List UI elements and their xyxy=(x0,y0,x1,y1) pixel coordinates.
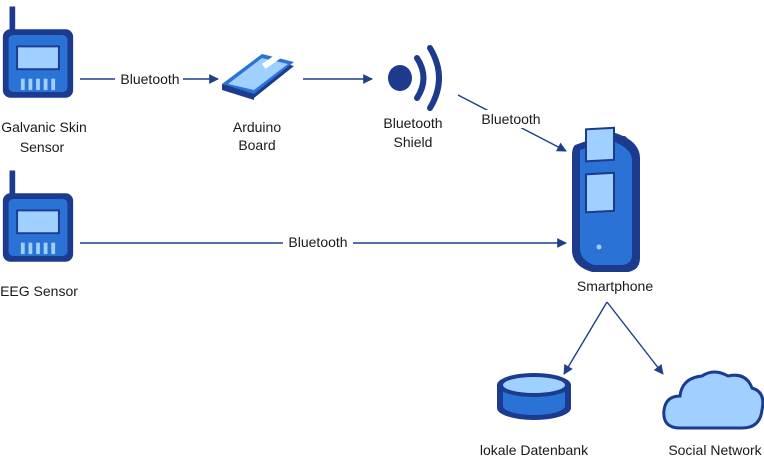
sensor-card-icon xyxy=(1,6,75,99)
database-label: lokale Datenbank xyxy=(480,442,589,458)
bluetooth-signal-icon xyxy=(388,45,442,111)
edge-phone-to-social xyxy=(606,301,664,375)
edge-label-bluetooth-eeg: Bluetooth xyxy=(288,234,347,250)
arduino-label-line2: Board xyxy=(238,137,275,153)
social-network-node: Social Network xyxy=(662,370,764,458)
smartphone-icon xyxy=(572,126,640,272)
arduino-board-icon xyxy=(222,53,294,100)
gsr-sensor-node: Galvanic Skin Sensor xyxy=(1,6,87,155)
arduino-label-line1: Arduino xyxy=(233,119,281,135)
eeg-label: EEG Sensor xyxy=(0,283,78,299)
shield-label-line1: Bluetooth xyxy=(383,115,442,131)
edge-phone-to-database xyxy=(563,301,608,375)
arduino-board-node: Arduino Board xyxy=(222,53,294,153)
smartphone-label: Smartphone xyxy=(577,278,653,294)
database-cylinder-icon xyxy=(497,373,571,420)
shield-label-line2: Shield xyxy=(394,134,433,150)
smartphone-node: Smartphone xyxy=(572,126,653,294)
cloud-icon xyxy=(662,370,764,430)
gsr-label-line1: Galvanic Skin xyxy=(1,119,87,135)
edge-label-bluetooth-gsr: Bluetooth xyxy=(120,71,179,87)
bluetooth-shield-node: Bluetooth Shield xyxy=(383,45,443,150)
eeg-sensor-node: EEG Sensor xyxy=(0,170,78,299)
social-network-label: Social Network xyxy=(668,442,762,458)
database-node: lokale Datenbank xyxy=(480,373,589,458)
sensor-card-icon xyxy=(1,170,75,263)
gsr-label-line2: Sensor xyxy=(20,139,65,155)
edge-label-bluetooth-shield: Bluetooth xyxy=(481,111,540,127)
